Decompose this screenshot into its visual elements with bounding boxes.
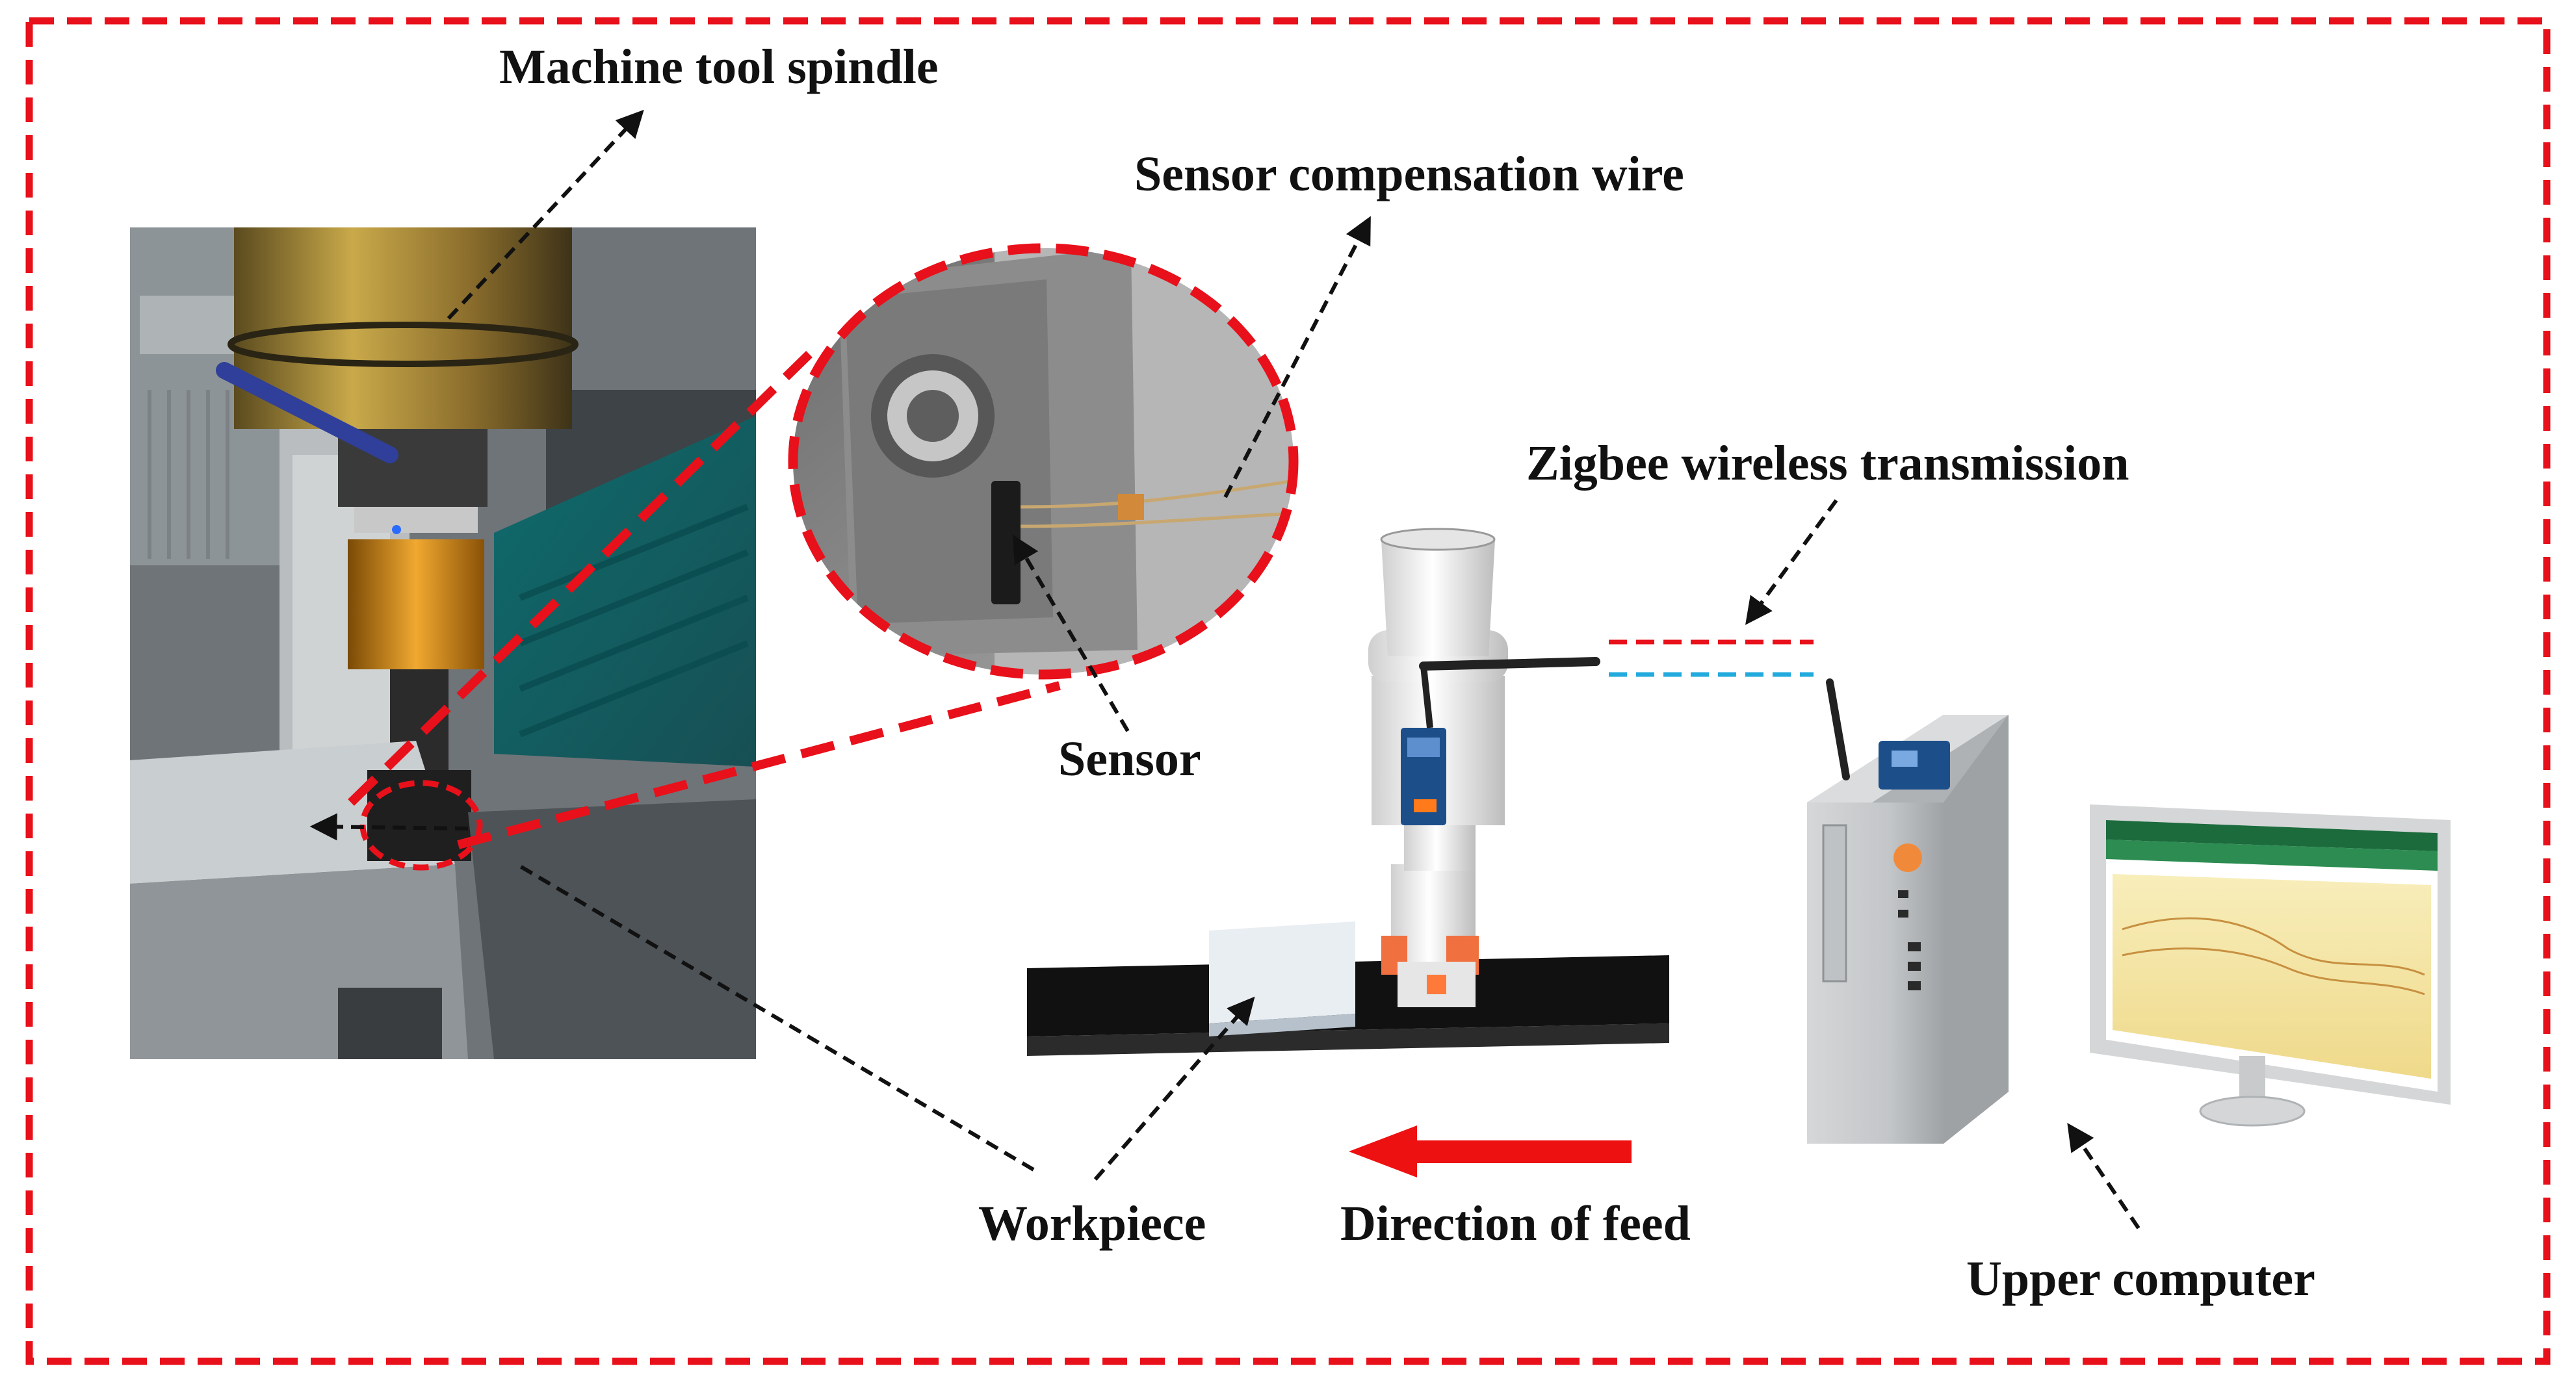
callout-arrows <box>309 109 2140 1229</box>
monitor <box>2090 804 2451 1127</box>
label-direction-of-feed: Direction of feed <box>1340 1196 1691 1251</box>
outer-frame <box>25 17 2551 1365</box>
label-upper-computer: Upper computer <box>1966 1252 2315 1306</box>
tool-holder-model <box>1027 528 1669 1056</box>
label-workpiece: Workpiece <box>978 1196 1206 1251</box>
feed-direction-arrow <box>1349 1125 1632 1177</box>
computer-tower <box>1807 678 2009 1144</box>
label-sensor-compensation-wire: Sensor compensation wire <box>1134 147 1684 201</box>
machine-photo <box>130 227 756 1059</box>
label-machine-tool-spindle: Machine tool spindle <box>499 40 939 94</box>
label-zigbee-wireless-transmission: Zigbee wireless transmission <box>1526 436 2129 491</box>
zigbee-signal <box>1609 639 1814 677</box>
label-sensor: Sensor <box>1058 732 1201 786</box>
